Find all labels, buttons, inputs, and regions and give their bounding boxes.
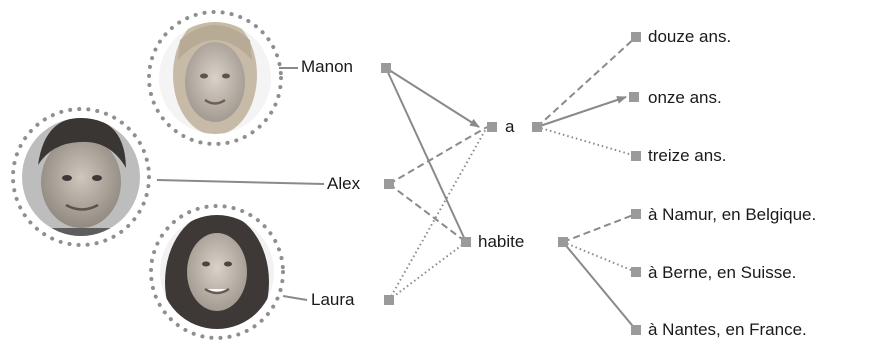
marker-a-0 (487, 122, 497, 132)
link-habite-namur (562, 213, 637, 243)
age-label-douze: douze ans. (648, 27, 732, 46)
verb-label-a: a (505, 117, 515, 136)
link-habite-berne (562, 241, 637, 273)
person-label-alex: Alex (327, 174, 361, 193)
portrait-manon (147, 10, 283, 146)
link-habite-nantes (562, 241, 637, 331)
marker-treize-0 (631, 151, 641, 161)
person-label-laura: Laura (311, 290, 355, 309)
age-label-treize: treize ans. (648, 146, 727, 165)
link-laura-a (388, 126, 488, 301)
marker-onze-0 (629, 92, 639, 102)
verb-label-habite: habite (478, 232, 525, 251)
marker-manon (381, 63, 391, 73)
links-layer (385, 36, 637, 331)
place-label-nantes: à Nantes, en France. (648, 320, 807, 339)
link-a-douze (536, 36, 637, 128)
dotted-ring (147, 10, 283, 146)
link-a-treize (536, 126, 637, 157)
connector-alex (156, 179, 325, 185)
place-label-berne: à Berne, en Suisse. (648, 263, 797, 282)
marker-namur-0 (631, 209, 641, 219)
place-label-namur: à Namur, en Belgique. (648, 205, 817, 224)
age-label-onze: onze ans. (648, 88, 722, 107)
markers-layer (381, 32, 641, 335)
person-label-manon: Manon (301, 57, 353, 76)
link-manon-a (385, 67, 480, 128)
marker-douze-0 (631, 32, 641, 42)
marker-habite-0 (461, 237, 471, 247)
marker-berne-0 (631, 267, 641, 277)
dotted-ring (11, 107, 151, 247)
link-laura-habite (388, 241, 467, 301)
link-alex-habite (388, 183, 467, 243)
marker-habite-1 (558, 237, 568, 247)
marker-laura (384, 295, 394, 305)
connector-laura (282, 295, 308, 301)
marker-nantes-0 (631, 325, 641, 335)
dotted-ring (149, 204, 285, 340)
portrait-alex (11, 107, 151, 247)
marker-alex (384, 179, 394, 189)
portrait-laura (149, 204, 285, 340)
link-alex-a (388, 126, 488, 185)
marker-a-1 (532, 122, 542, 132)
link-manon-habite (385, 67, 467, 243)
link-a-onze (536, 96, 627, 128)
